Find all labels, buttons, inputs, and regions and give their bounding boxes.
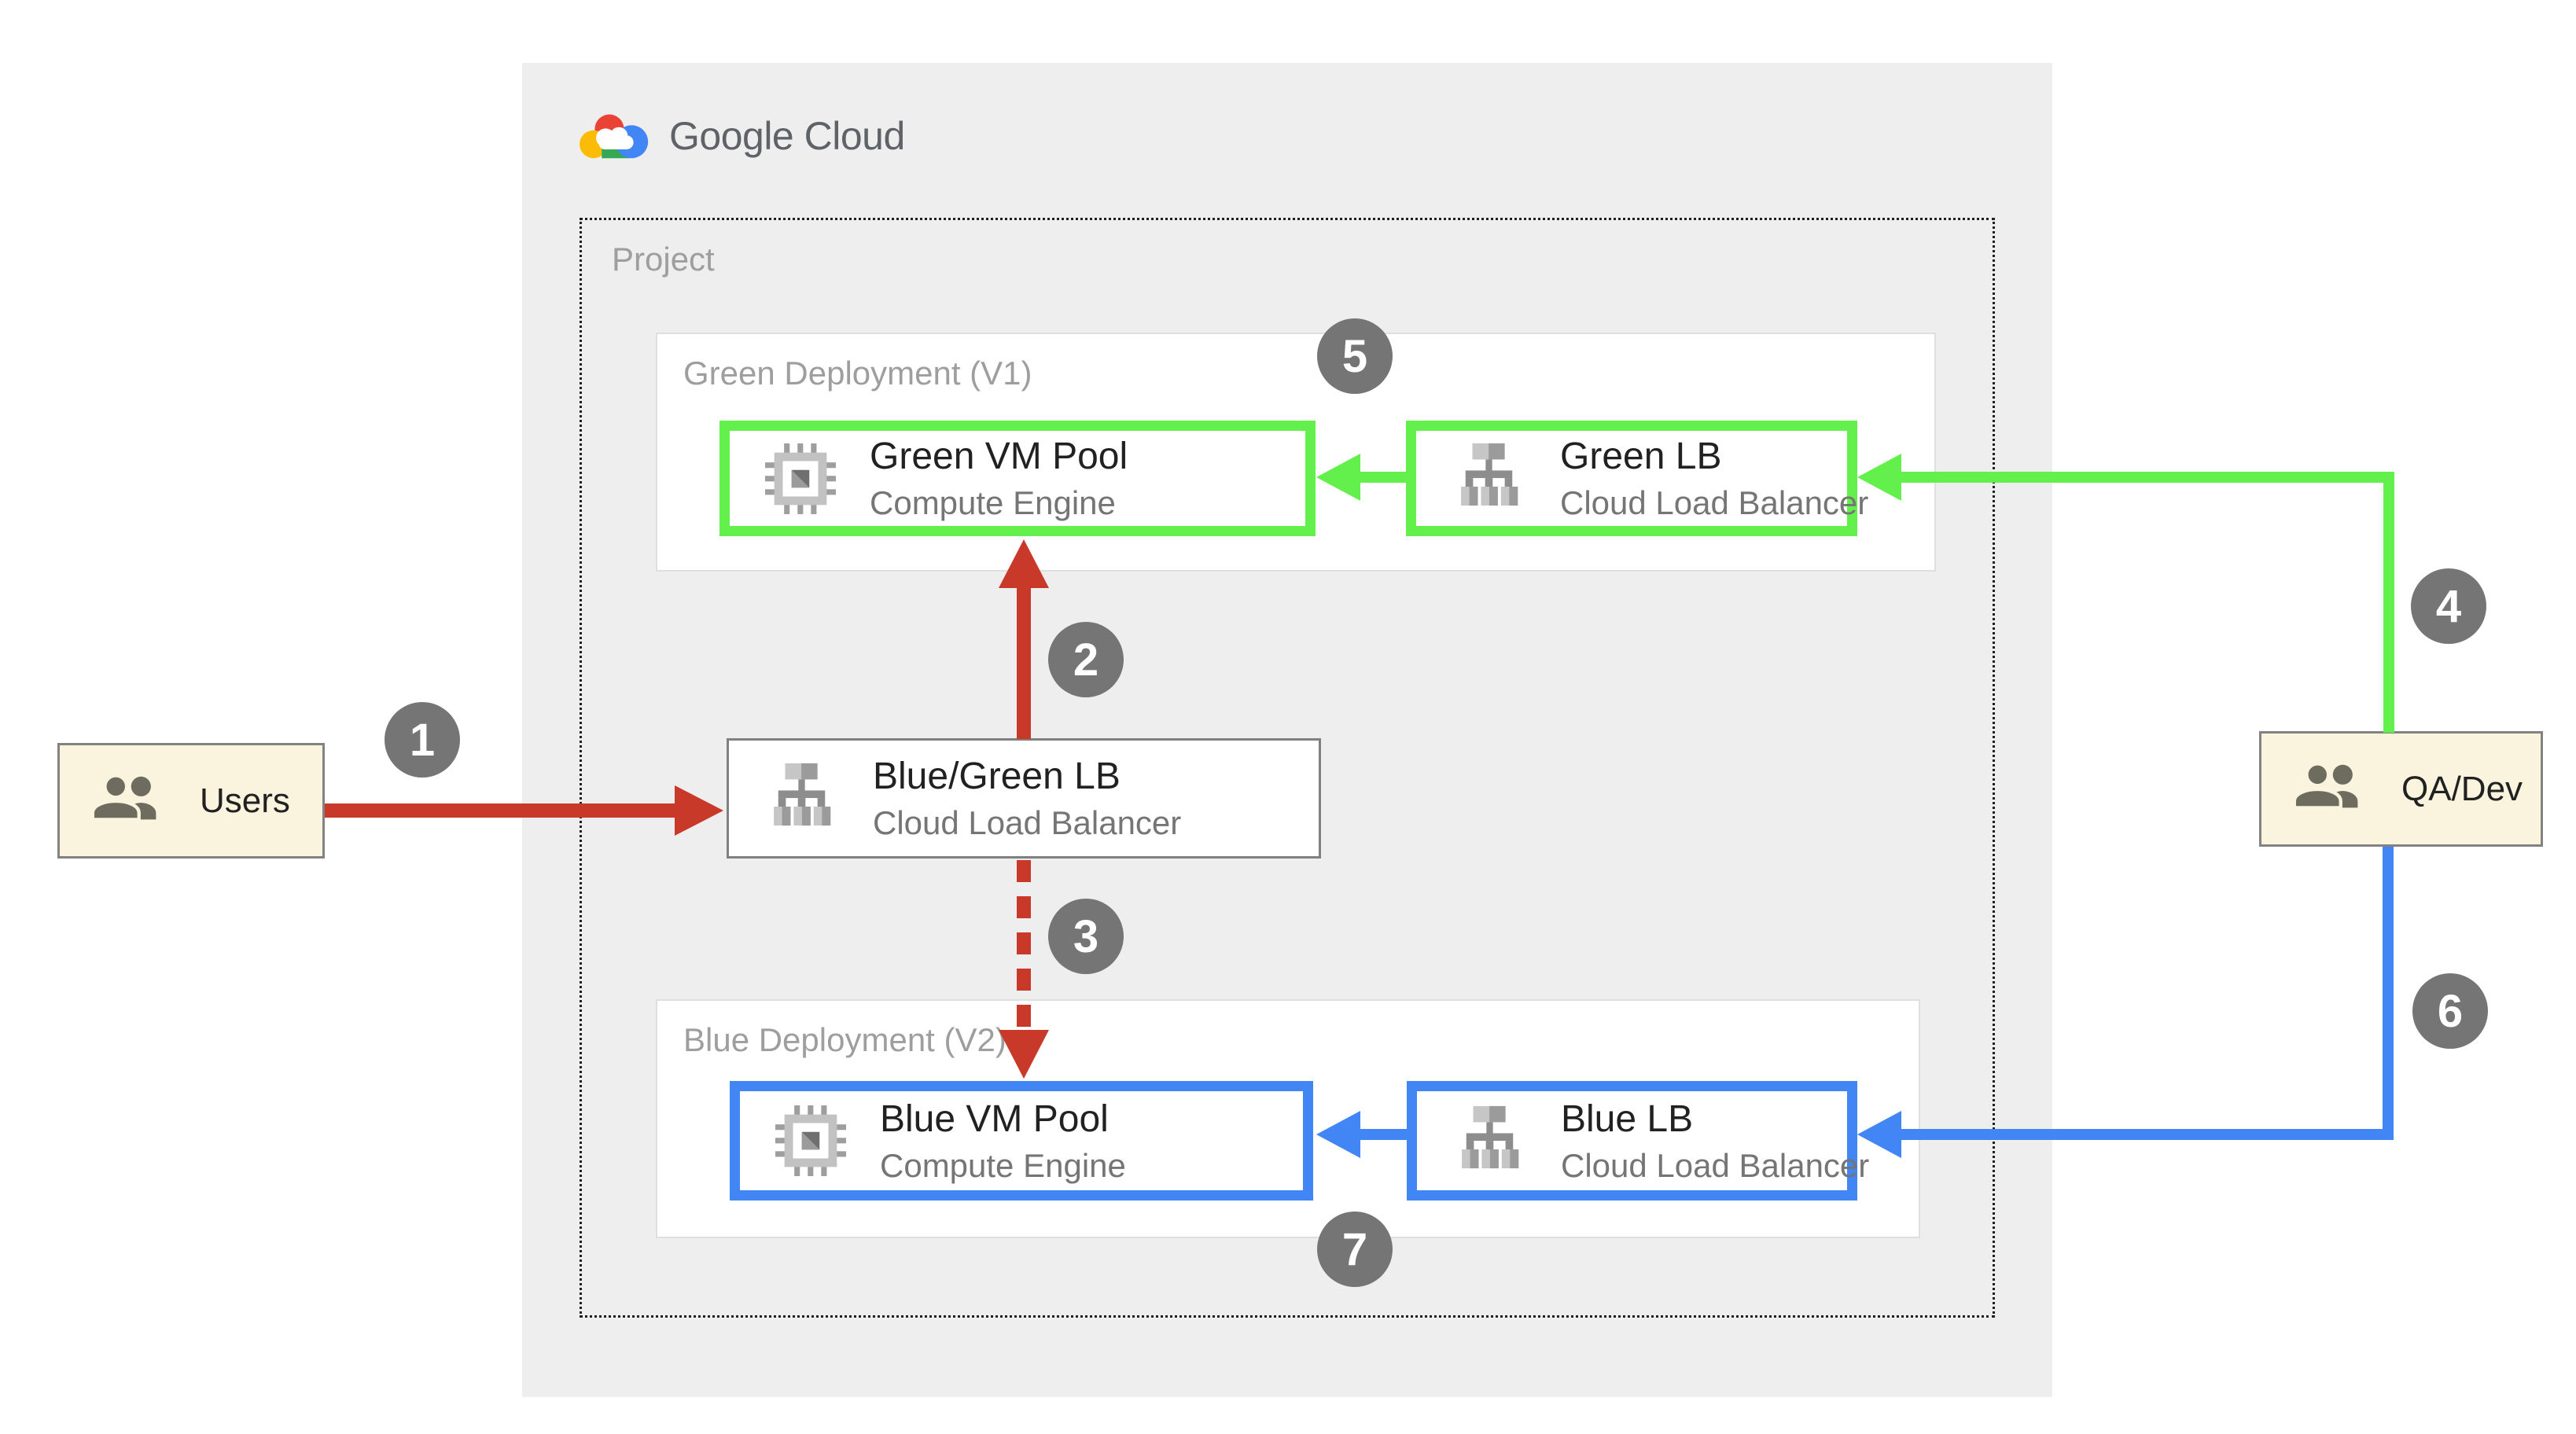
edge-qadev-to-blue-lb-vertical bbox=[2383, 847, 2394, 1140]
compute-engine-icon bbox=[775, 1105, 846, 1176]
blue-deployment-label: Blue Deployment (V2) bbox=[683, 1021, 1006, 1058]
load-balancer-icon bbox=[1461, 443, 1518, 506]
node-title: Blue VM Pool bbox=[880, 1098, 1109, 1140]
node-blue-lb: Blue LB Cloud Load Balancer bbox=[1407, 1081, 1869, 1201]
arrowhead-blue-lb-to-blue-vm bbox=[1316, 1111, 1360, 1158]
project-label: Project bbox=[612, 241, 715, 278]
step-badge-2: 2 bbox=[1048, 622, 1124, 697]
node-subtitle: Cloud Load Balancer bbox=[1560, 484, 1869, 521]
node-green-vm-pool: Green VM Pool Compute Engine bbox=[719, 421, 1316, 536]
node-subtitle: Cloud Load Balancer bbox=[873, 804, 1182, 841]
node-green-lb: Green LB Cloud Load Balancer bbox=[1406, 421, 1868, 536]
google-cloud-logo-text: Google Cloud bbox=[669, 114, 905, 158]
compute-engine-icon bbox=[765, 443, 836, 514]
arrowhead-to-blue-vm bbox=[999, 1030, 1049, 1079]
step-badge-3: 3 bbox=[1048, 899, 1124, 974]
actor-users: Users bbox=[57, 743, 325, 859]
green-deployment-label: Green Deployment (V1) bbox=[683, 355, 1032, 392]
arrowhead-users-to-bluegreen-lb bbox=[675, 785, 723, 836]
node-subtitle: Compute Engine bbox=[880, 1146, 1126, 1184]
edge-users-to-bluegreen-lb bbox=[325, 803, 679, 818]
node-title: Blue/Green LB bbox=[873, 756, 1121, 797]
edge-bluegreen-lb-to-green-vm bbox=[1017, 585, 1031, 739]
actor-label: QA/Dev bbox=[2401, 769, 2523, 808]
google-cloud-logo-icon bbox=[580, 114, 649, 159]
load-balancer-icon bbox=[774, 763, 831, 826]
actor-qa-dev: QA/Dev bbox=[2259, 731, 2543, 847]
people-icon bbox=[86, 760, 168, 842]
node-title: Green LB bbox=[1560, 436, 1722, 477]
arrowhead-green-lb-to-green-vm bbox=[1316, 454, 1360, 501]
step-badge-5: 5 bbox=[1317, 318, 1393, 394]
actor-label: Users bbox=[200, 781, 290, 820]
people-icon bbox=[2288, 748, 2370, 830]
edge-blue-lb-to-blue-vm bbox=[1357, 1129, 1407, 1140]
node-subtitle: Compute Engine bbox=[870, 484, 1116, 521]
edge-qadev-to-blue-lb-horizontal bbox=[1897, 1129, 2394, 1140]
node-blue-vm-pool: Blue VM Pool Compute Engine bbox=[730, 1081, 1313, 1201]
step-badge-4: 4 bbox=[2411, 568, 2486, 644]
step-badge-1: 1 bbox=[385, 702, 460, 778]
node-subtitle: Cloud Load Balancer bbox=[1561, 1146, 1870, 1184]
google-cloud-logo: Google Cloud bbox=[576, 108, 905, 164]
node-blue-green-lb: Blue/Green LB Cloud Load Balancer bbox=[727, 738, 1321, 859]
step-badge-6: 6 bbox=[2412, 973, 2488, 1049]
arrowhead-qadev-to-blue-lb bbox=[1857, 1111, 1901, 1158]
step-badge-7: 7 bbox=[1317, 1212, 1393, 1287]
edge-qadev-to-green-lb-vertical bbox=[2383, 472, 2394, 733]
edge-green-lb-to-green-vm bbox=[1357, 472, 1406, 483]
arrowhead-qadev-to-green-lb bbox=[1857, 454, 1901, 501]
edge-qadev-to-green-lb-horizontal bbox=[1897, 472, 2394, 483]
arrowhead-to-green-vm bbox=[999, 539, 1049, 588]
node-title: Blue LB bbox=[1561, 1098, 1694, 1140]
load-balancer-icon bbox=[1462, 1105, 1519, 1168]
edge-bluegreen-lb-to-blue-vm-dashed bbox=[1017, 860, 1031, 1030]
project-boundary: Project bbox=[580, 218, 1995, 1318]
node-title: Green VM Pool bbox=[870, 436, 1128, 477]
